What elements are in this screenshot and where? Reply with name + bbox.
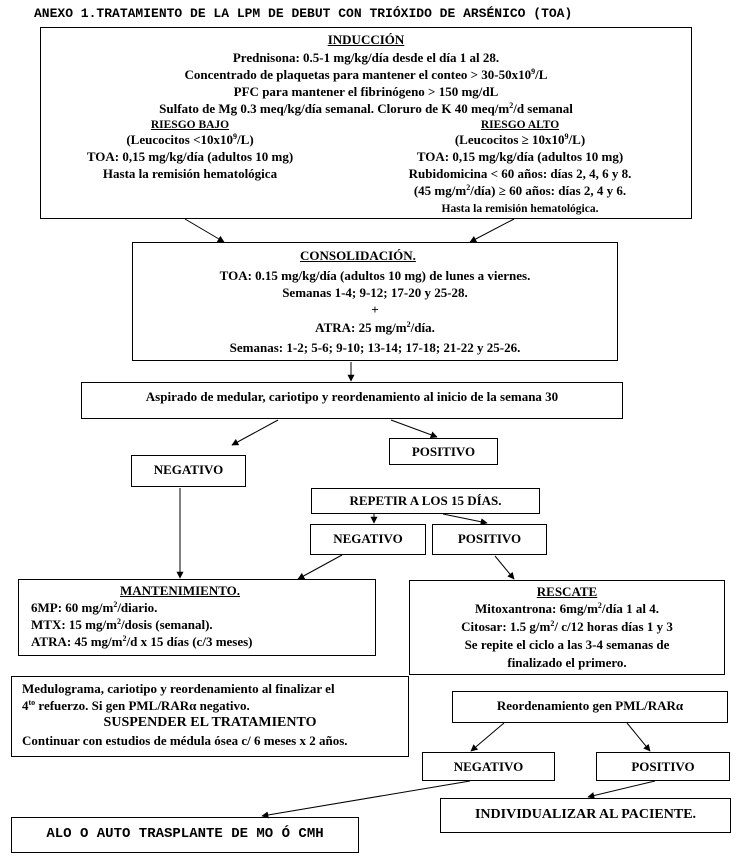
consolidacion-semanas-toa: Semanas 1-4; 9-12; 17-20 y 25-28. <box>282 285 468 300</box>
individualizar-label: INDIVIDUALIZAR AL PACIENTE. <box>474 807 697 822</box>
riesgo-bajo-heading: RIESGO BAJO <box>150 119 230 131</box>
aspirado-text: Aspirado de medular, cariotipo y reorden… <box>145 389 559 404</box>
medulograma-line1: Medulograma, cariotipo y reordenamiento … <box>22 681 335 696</box>
arrow-positivo2-rescate <box>494 555 515 580</box>
arrow-reordenamiento-negativo <box>470 722 505 752</box>
mantenimiento-6mp: 6MP: 60 mg/m2/diario. <box>31 600 158 615</box>
positivo-label-1: POSITIVO <box>411 444 476 459</box>
induccion-box <box>40 27 692 219</box>
riesgo-bajo-leucocitos: (Leucocitos <10x109/L) <box>126 132 254 147</box>
trasplante-label: ALO O AUTO TRASPLANTE DE MO Ó CMH <box>46 826 324 842</box>
medulograma-box <box>11 676 409 757</box>
negativo-label-2: NEGATIVO <box>333 531 403 546</box>
negativo-label-3: NEGATIVO <box>453 759 524 774</box>
consolidacion-atra: ATRA: 25 mg/m2/día. <box>315 320 435 335</box>
positivo-box-3 <box>596 752 730 781</box>
positivo-box-2 <box>432 524 547 555</box>
positivo-label-2: POSITIVO <box>457 531 522 546</box>
arrow-negativo2-mantenimiento <box>297 554 343 580</box>
arrow-induccion-left <box>184 218 225 243</box>
mantenimiento-atra: ATRA: 45 mg/m2/d x 15 días (c/3 meses) <box>31 634 253 649</box>
mantenimiento-box <box>18 579 376 656</box>
repetir-box <box>311 488 540 514</box>
consolidacion-heading: CONSOLIDACIÓN. <box>300 248 416 263</box>
individualizar-box <box>440 798 731 833</box>
arrow-repetir-positivo <box>442 513 488 526</box>
negativo-box-3 <box>422 752 555 781</box>
trasplante-box <box>11 817 359 853</box>
induccion-line1: Prednisona: 0.5-1 mg/kg/día desde el día… <box>232 50 500 65</box>
mantenimiento-heading: MANTENIMIENTO. <box>120 583 241 598</box>
riesgo-bajo-toa: TOA: 0,15 mg/kg/día (adultos 10 mg) <box>86 149 294 164</box>
riesgo-alto-rubidomicina: Rubidomicina < 60 años: días 2, 4, 6 y 8… <box>408 166 632 181</box>
induccion-heading: INDUCCIÓN <box>327 32 405 47</box>
riesgo-alto-leucocitos: (Leucocitos ≥ 10x109/L) <box>454 132 586 147</box>
riesgo-alto-heading: RIESGO ALTO <box>480 119 560 131</box>
rescate-citosar: Citosar: 1.5 g/m2/ c/12 horas días 1 y 3 <box>461 619 673 634</box>
induccion-line2: Concentrado de plaquetas para mantener e… <box>184 67 548 82</box>
positivo-box-1 <box>389 438 498 465</box>
riesgo-alto-remision: Hasta la remisión hematológica. <box>441 203 599 215</box>
induccion-line4: Sulfato de Mg 0.3 meq/kg/día semanal. Cl… <box>159 101 573 116</box>
medulograma-line2: 4to refuerzo. Si gen PML/RARα negativo. <box>22 698 250 713</box>
rescate-box <box>409 580 725 675</box>
repetir-label: REPETIR A LOS 15 DÍAS. <box>349 493 502 508</box>
reordenamiento-label: Reordenamiento gen PML/RARα <box>496 698 684 713</box>
consolidacion-box <box>132 242 618 361</box>
arrow-positivo3-individualizar <box>587 780 656 799</box>
reordenamiento-box <box>452 691 728 723</box>
arrow-aspirado-negativo <box>231 419 279 446</box>
page-title: ANEXO 1.TRATAMIENTO DE LA LPM DE DEBUT C… <box>34 6 573 21</box>
mantenimiento-mtx: MTX: 15 mg/m2/dosis (semanal). <box>31 617 213 632</box>
medulograma-continuar: Continuar con estudios de médula ósea c/… <box>22 733 348 748</box>
arrow-induccion-right <box>469 218 515 243</box>
negativo-box-1 <box>131 455 246 487</box>
rescate-finalizado: finalizado el primero. <box>507 655 627 670</box>
consolidacion-toa: TOA: 0.15 mg/kg/día (adultos 10 mg) de l… <box>219 268 531 283</box>
medulograma-suspender: SUSPENDER EL TRATAMIENTO <box>103 715 317 730</box>
induccion-line3: PFC para mantener el fibrinógeno > 150 m… <box>233 84 499 99</box>
consolidacion-semanas-atra: Semanas: 1-2; 5-6; 9-10; 13-14; 17-18; 2… <box>229 340 521 355</box>
aspirado-box <box>81 382 623 419</box>
consolidacion-plus: + <box>371 302 379 317</box>
arrow-aspirado-positivo <box>390 419 438 439</box>
riesgo-bajo-remision: Hasta la remisión hematológica <box>102 166 278 181</box>
rescate-mitoxantrona: Mitoxantrona: 6mg/m2/día 1 al 4. <box>475 601 659 616</box>
negativo-box-2 <box>310 524 426 555</box>
positivo-label-3: POSITIVO <box>631 759 695 774</box>
riesgo-alto-dosis: (45 mg/m2/día) ≥ 60 años: días 2, 4 y 6. <box>413 183 627 198</box>
rescate-heading: RESCATE <box>536 584 598 599</box>
arrow-negativo3-trasplante <box>261 780 471 819</box>
arrow-reordenamiento-positivo <box>626 722 651 752</box>
riesgo-alto-toa: TOA: 0,15 mg/kg/día (adultos 10 mg) <box>416 149 624 164</box>
negativo-label-1: NEGATIVO <box>153 462 224 477</box>
rescate-ciclo: Se repite el ciclo a las 3-4 semanas de <box>464 637 670 652</box>
